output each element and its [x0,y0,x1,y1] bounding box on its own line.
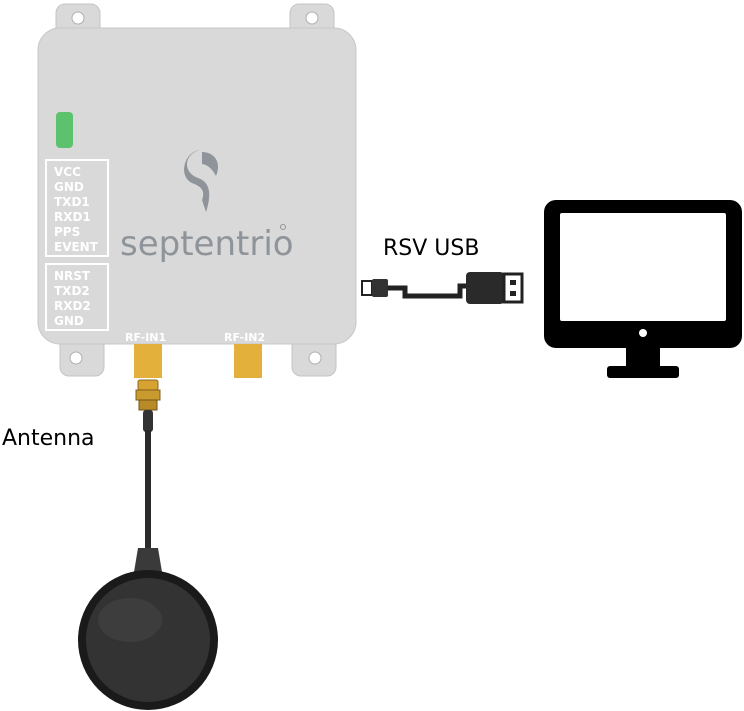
rf-port-label: RF-IN1 [125,331,166,344]
pin-label: RXD2 [54,299,91,313]
brand-name: septentrio [120,224,294,264]
pin-header-group-2: NRST TXD2 RXD2 GND [45,263,109,331]
pin-label: RXD1 [54,210,91,224]
gnss-antenna-icon [78,379,218,710]
status-led [56,112,73,148]
rf-port-label: RF-IN2 [224,331,265,344]
pin-label: GND [54,314,84,328]
pin-label: PPS [54,225,80,239]
usb-cable [361,272,524,304]
antenna-label: Antenna [2,426,95,451]
usb-cable-label: RSV USB [383,236,479,261]
pin-label: TXD2 [54,284,90,298]
receiver-unit: VCC GND TXD1 RXD1 PPS EVENT NRST TXD2 RX… [37,3,357,378]
pin-label: GND [54,180,84,194]
pin-label: TXD1 [54,195,90,209]
pin-label: NRST [54,269,91,283]
receiver-housing [37,27,357,345]
pin-label: EVENT [54,240,99,254]
registered-mark-icon [280,224,286,230]
rf-in1-connector [134,344,162,378]
pin-label: VCC [54,165,81,179]
septentrio-logo-icon [184,150,219,212]
pin-header-group-1: VCC GND TXD1 RXD1 PPS EVENT [45,159,109,257]
computer-monitor-icon [544,200,742,378]
rf-in2-connector [234,344,262,378]
